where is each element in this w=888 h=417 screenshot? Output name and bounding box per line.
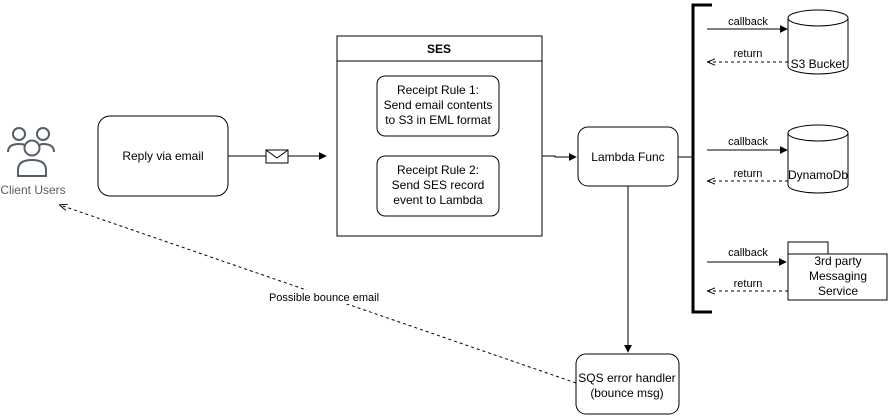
s3-bucket-node[interactable]: S3 Bucket xyxy=(787,9,849,75)
third-party-return-edge: return xyxy=(708,278,788,291)
sqs-line2: (bounce msg) xyxy=(590,386,663,400)
rule1-line2: Send email contents xyxy=(384,98,493,112)
rule1-line1: Receipt Rule 1: xyxy=(397,83,479,97)
ses-to-lambda-arrow xyxy=(542,153,577,161)
dynamo-callback-label: callback xyxy=(728,136,768,148)
s3-bucket-label: S3 Bucket xyxy=(791,57,846,71)
rule2-line1: Receipt Rule 2: xyxy=(397,163,479,177)
third-party-line1: 3rd party xyxy=(814,254,861,268)
third-party-line2: Messaging xyxy=(809,269,867,283)
client-users: Client Users xyxy=(0,127,66,197)
envelope-icon xyxy=(265,149,289,164)
sqs-line1: SQS error handler xyxy=(578,371,675,385)
dynamodb-label: DynamoDb xyxy=(788,168,848,182)
rule2-line3: event to Lambda xyxy=(393,193,483,207)
third-callback-label: callback xyxy=(728,247,768,259)
dynamo-callback-edge: callback xyxy=(707,136,788,154)
ses-title: SES xyxy=(427,42,451,56)
bounce-label: Possible bounce email xyxy=(269,292,379,304)
folder-icon xyxy=(787,241,888,301)
third-party-node[interactable]: 3rd party Messaging Service xyxy=(787,241,888,301)
dynamo-return-edge: return xyxy=(708,168,788,181)
reply-via-email-node[interactable]: Reply via email xyxy=(97,115,229,197)
receipt-rule-1[interactable]: Receipt Rule 1: Send email contents to S… xyxy=(376,75,500,137)
client-users-label: Client Users xyxy=(0,183,65,197)
lambda-node[interactable]: Lambda Func xyxy=(577,126,679,187)
ses-container[interactable]: SES Receipt Rule 1: Send email contents … xyxy=(336,35,543,237)
s3-return-label: return xyxy=(734,48,763,60)
third-party-line3: Service xyxy=(818,284,858,298)
third-return-label: return xyxy=(734,278,763,290)
users-icon xyxy=(7,127,55,177)
s3-return-edge: return xyxy=(708,48,788,62)
dynamodb-node[interactable]: DynamoDb xyxy=(787,124,849,194)
email-arrow xyxy=(228,149,327,164)
third-party-callback-edge: callback xyxy=(707,247,787,266)
s3-callback-edge: callback xyxy=(707,16,788,33)
sqs-error-handler-node[interactable]: SQS error handler (bounce msg) xyxy=(575,353,680,415)
cylinder-icon xyxy=(787,124,849,194)
reply-via-email-label: Reply via email xyxy=(122,149,203,163)
s3-callback-label: callback xyxy=(728,16,768,28)
fanout-bracket xyxy=(691,3,712,314)
rule1-line3: to S3 in EML format xyxy=(385,113,491,127)
bounce-arrow: Possible bounce email xyxy=(60,205,577,384)
lambda-label: Lambda Func xyxy=(591,150,664,164)
rule2-line2: Send SES record xyxy=(392,178,485,192)
cylinder-icon xyxy=(787,9,849,75)
dynamo-return-label: return xyxy=(734,168,763,180)
receipt-rule-2[interactable]: Receipt Rule 2: Send SES record event to… xyxy=(376,155,500,217)
